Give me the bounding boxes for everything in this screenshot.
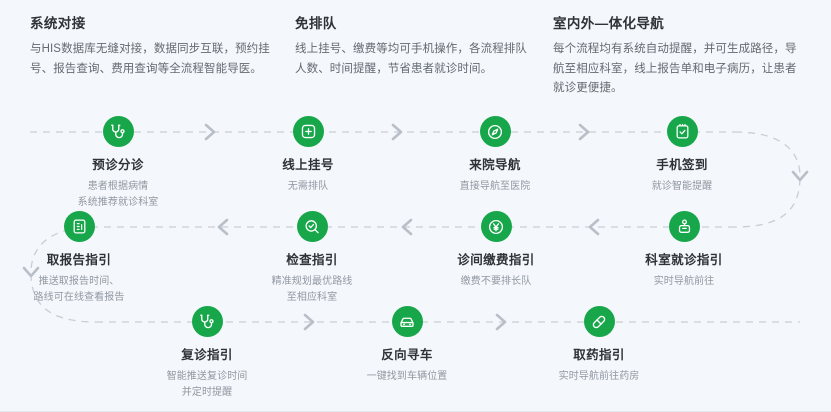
flow-connector-lines [22, 123, 809, 331]
flow-node-subtitle: 精准规划最优路线 至相应科室 [271, 276, 353, 303]
flow-node-subtitle: 直接导航至医院 [459, 181, 531, 192]
flow-node-followup-guide[interactable]: 复诊指引 智能推送复诊时间 并定时提醒 [123, 306, 291, 401]
feature-description: 线上挂号、缴费等均可手机操作，各流程排队人数、时间提醒，节省患者就诊时间。 [295, 43, 527, 75]
flow-node-clinic-payment-guide[interactable]: 诊间缴费指引 缴费不要排长队 [412, 211, 580, 290]
flow-node-subtitle: 推送取报告时间、 路线可在线查看报告 [33, 276, 125, 303]
flow-node-title: 来院导航 [469, 158, 521, 172]
flow-node-title: 复诊指引 [181, 348, 233, 362]
compass-icon [479, 116, 511, 147]
flow-node-pre-diagnosis-triage[interactable]: 预诊分诊 患者根据病情 系统推荐就诊科室 [34, 116, 202, 211]
feature-description: 与HIS数据库无缝对接，数据同步互联，预约挂号、报告查询、费用查询等全流程智能导… [30, 43, 270, 75]
stethoscope-icon [102, 116, 134, 147]
report-document-icon [63, 211, 95, 242]
flow-node-mobile-checkin[interactable]: 手机签到 就诊智能提醒 [598, 116, 766, 195]
flow-node-department-visit-guide[interactable]: 科室就诊指引 实时导航前往 [600, 211, 768, 290]
flow-node-title: 预诊分诊 [92, 158, 144, 172]
flow-node-subtitle: 就诊智能提醒 [651, 181, 713, 192]
feature-highlights: 系统对接 与HIS数据库无缝对接，数据同步互联，预约挂号、报告查询、费用查询等全… [0, 0, 831, 112]
feature-card-no-queue: 免排队 线上挂号、缴费等均可手机操作，各流程排队人数、时间提醒，节省患者就诊时间… [295, 14, 533, 79]
patient-journey-flow: 预诊分诊 患者根据病情 系统推荐就诊科室 线上挂号 无需排队 来院导航 直接导航 [0, 108, 831, 404]
flow-node-subtitle: 缴费不要排长队 [460, 276, 532, 287]
clipboard-check-icon [666, 116, 698, 147]
flow-node-subtitle: 无需排队 [287, 181, 329, 192]
stethoscope-icon [191, 306, 223, 337]
flow-node-medicine-pickup-guide[interactable]: 取药指引 实时导航前往药房 [515, 306, 683, 385]
flow-node-hospital-navigation[interactable]: 来院导航 直接导航至医院 [411, 116, 579, 195]
flow-node-report-pickup-guide[interactable]: 取报告指引 推送取报告时间、 路线可在线查看报告 [0, 211, 163, 306]
flow-node-title: 诊间缴费指引 [457, 253, 535, 267]
feature-description: 每个流程均有系统自动提醒，并可生成路径，导航至相应科室，线上报告单和电子病历，让… [553, 43, 797, 94]
flow-node-subtitle: 患者根据病情 系统推荐就诊科室 [77, 181, 159, 208]
flow-node-online-registration[interactable]: 线上挂号 无需排队 [224, 116, 392, 195]
flow-node-examination-guide[interactable]: 检查指引 精准规划最优路线 至相应科室 [228, 211, 396, 306]
flow-node-title: 手机签到 [656, 158, 708, 172]
flow-node-title: 科室就诊指引 [645, 253, 723, 267]
search-check-icon [296, 211, 328, 242]
car-icon [391, 306, 423, 337]
plus-square-icon [292, 116, 324, 147]
yuan-payment-icon [480, 211, 512, 242]
doctor-person-icon [668, 211, 700, 242]
feature-card-indoor-outdoor-navigation: 室内外—体化导航 每个流程均有系统自动提醒，并可生成路径，导航至相应科室，线上报… [553, 14, 805, 99]
flow-node-title: 线上挂号 [282, 158, 334, 172]
flow-node-title: 检查指引 [286, 253, 338, 267]
flow-node-subtitle: 一键找到车辆位置 [366, 371, 448, 382]
flow-node-title: 反向寻车 [381, 348, 433, 362]
feature-title: 系统对接 [30, 16, 86, 31]
flow-node-title: 取报告指引 [46, 253, 112, 267]
flow-node-subtitle: 智能推送复诊时间 并定时提醒 [166, 371, 248, 398]
feature-card-system-integration: 系统对接 与HIS数据库无缝对接，数据同步互联，预约挂号、报告查询、费用查询等全… [30, 14, 274, 79]
flow-node-subtitle: 实时导航前往药房 [558, 371, 640, 382]
flow-node-reverse-car-finding[interactable]: 反向寻车 一键找到车辆位置 [323, 306, 491, 385]
pill-capsule-icon [583, 306, 615, 337]
flow-node-title: 取药指引 [573, 348, 625, 362]
feature-title: 室内外—体化导航 [553, 16, 665, 31]
flow-node-subtitle: 实时导航前往 [653, 276, 715, 287]
feature-title: 免排队 [295, 16, 337, 31]
